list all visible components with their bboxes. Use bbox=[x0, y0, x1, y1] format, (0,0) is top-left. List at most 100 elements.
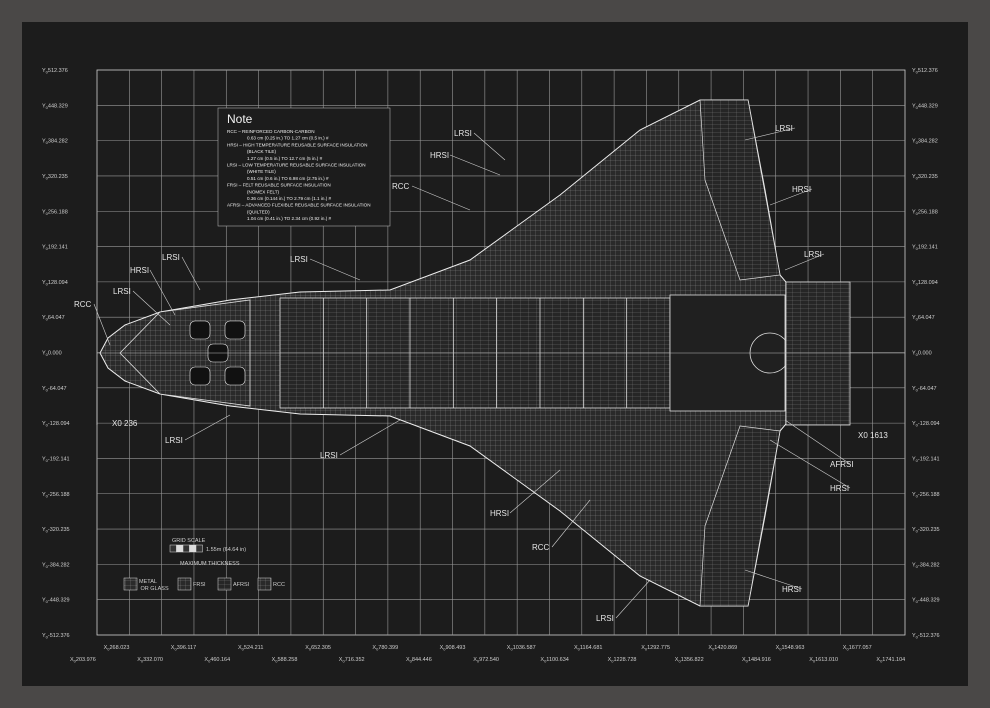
legend-label: RCC bbox=[273, 582, 285, 588]
scale-bar-segment bbox=[176, 544, 184, 553]
y-axis-label: Y0-320.235 bbox=[912, 527, 940, 534]
x-axis-label: X01292.775 bbox=[641, 645, 670, 652]
max-thickness-label: MAXIMUM THICKNESS bbox=[180, 561, 240, 567]
callout-label: RCC bbox=[532, 543, 550, 552]
x-axis-label: X01484.916 bbox=[742, 657, 771, 664]
callout-leader bbox=[149, 269, 176, 316]
y-axis-label: Y0512.376 bbox=[912, 68, 938, 75]
y-axis-label: Y0128.094 bbox=[912, 280, 938, 287]
callout-leader bbox=[93, 303, 111, 346]
callout-label: HRSI bbox=[792, 185, 811, 194]
callout-label: HRSI bbox=[830, 484, 849, 493]
y-axis-label: Y064.047 bbox=[42, 315, 65, 322]
callout-label: RCC bbox=[392, 182, 410, 191]
scale-bar-segment bbox=[195, 544, 203, 553]
y-axis-label: Y0-128.094 bbox=[912, 421, 940, 428]
y-axis-label: Y0-256.188 bbox=[42, 492, 70, 499]
note-line: AFRSI – ADVANCED FLEXIBLE REUSABLE SURFA… bbox=[227, 203, 371, 208]
y-axis-label: Y0320.235 bbox=[42, 174, 68, 181]
callout-leader bbox=[744, 127, 796, 141]
callout-label: LRSI bbox=[113, 287, 131, 296]
note-line: RCC – REINFORCED CARBON-CARBON bbox=[227, 129, 315, 134]
x-axis-label: X0524.211 bbox=[238, 645, 263, 652]
note-line: 0.36 cm (0.144 in.) TO 2.79 cm (1.1 in.)… bbox=[247, 196, 332, 201]
note-line: LRSI – LOW TEMPERATURE REUSABLE SURFACE … bbox=[227, 163, 366, 168]
x-axis-label: X0268.023 bbox=[104, 645, 130, 652]
x-axis-label: X0203.976 bbox=[70, 657, 96, 664]
y-axis-label: Y0128.094 bbox=[42, 280, 68, 287]
callout-leader bbox=[744, 569, 803, 590]
window bbox=[224, 320, 246, 340]
y-axis-label: Y0-64.047 bbox=[912, 386, 937, 393]
note-line: 0.63 cm (0.25 in.) TO 1.27 cm (0.5 in.) … bbox=[247, 136, 329, 141]
x-axis-label: X01356.822 bbox=[675, 657, 704, 664]
y-axis-label: Y0384.282 bbox=[42, 139, 68, 146]
callout-leader bbox=[769, 439, 851, 489]
callout-leader bbox=[181, 256, 201, 291]
callout-label: LRSI bbox=[162, 253, 180, 262]
note-line: 1.27 cm (0.5 in.) TO 12.7 cm (5 in.) # bbox=[247, 156, 323, 161]
callout-leader bbox=[473, 132, 506, 161]
y-axis-label: Y0-256.188 bbox=[912, 492, 940, 499]
legend-label: FRSI bbox=[193, 582, 206, 588]
note-line: HRSI – HIGH TEMPERATURE REUSABLE SURFACE… bbox=[227, 142, 367, 147]
y-axis-label: Y0384.282 bbox=[912, 139, 938, 146]
y-axis-label: Y0448.329 bbox=[42, 103, 68, 110]
lower-elevon bbox=[699, 425, 781, 607]
legend-swatch bbox=[257, 577, 272, 591]
note-title: Note bbox=[227, 112, 253, 126]
x-axis-label: X0588.258 bbox=[272, 657, 298, 664]
callout-label: HRSI bbox=[782, 585, 801, 594]
y-axis-label: Y064.047 bbox=[912, 315, 935, 322]
y-axis-label: Y0-192.141 bbox=[912, 456, 940, 463]
y-axis-label: Y0-384.282 bbox=[912, 562, 940, 569]
callout-label: LRSI bbox=[775, 124, 793, 133]
note-line: FRSI – FELT REUSABLE SURFACE INSULATION bbox=[227, 183, 331, 188]
x-axis-label: X0460.164 bbox=[204, 657, 230, 664]
note-line: (WHITE TILE) bbox=[247, 169, 276, 174]
y-axis-label: Y0-448.329 bbox=[912, 598, 940, 605]
y-axis-label: Y0256.188 bbox=[912, 209, 938, 216]
x-axis-label: X0332.070 bbox=[137, 657, 163, 664]
legend-swatch bbox=[123, 577, 138, 591]
scale-bar-segment bbox=[189, 544, 197, 553]
callout-leader bbox=[339, 419, 401, 456]
callout-leader bbox=[615, 579, 651, 619]
note-line: (QUILTED) bbox=[247, 209, 270, 214]
callout-label: AFRSI bbox=[830, 460, 854, 469]
callout-leader bbox=[449, 154, 501, 176]
x-axis-label: X01228.728 bbox=[608, 657, 637, 664]
y-axis-label: Y0192.141 bbox=[42, 245, 68, 252]
y-axis-label: Y00.000 bbox=[912, 351, 932, 358]
callout-leader bbox=[309, 258, 361, 281]
callout-label: HRSI bbox=[430, 151, 449, 160]
callout-label: LRSI bbox=[596, 614, 614, 623]
callout-leader bbox=[551, 499, 591, 548]
y-axis-label: Y0448.329 bbox=[912, 103, 938, 110]
y-axis-label: Y0320.235 bbox=[912, 174, 938, 181]
body-flap bbox=[785, 281, 851, 426]
station-label: X0 1613 bbox=[858, 431, 888, 440]
legend-swatch bbox=[217, 577, 232, 591]
callout-label: LRSI bbox=[454, 129, 472, 138]
window bbox=[189, 320, 211, 340]
grid-scale-label: GRID SCALE bbox=[172, 538, 206, 544]
callout-label: HRSI bbox=[130, 266, 149, 275]
x-axis-label: X0780.399 bbox=[372, 645, 398, 652]
x-axis-label: X01164.681 bbox=[574, 645, 602, 652]
y-axis-label: Y0-384.282 bbox=[42, 562, 70, 569]
callout-leader bbox=[784, 253, 825, 271]
window bbox=[189, 366, 211, 386]
x-axis-label: X0396.117 bbox=[171, 645, 196, 652]
y-axis-label: Y0-512.376 bbox=[912, 633, 940, 640]
legend-label: METAL OR GLASS bbox=[139, 579, 169, 592]
callout-leader bbox=[784, 419, 851, 465]
callout-label: HRSI bbox=[490, 509, 509, 518]
x-axis-label: X01613.010 bbox=[809, 657, 838, 664]
